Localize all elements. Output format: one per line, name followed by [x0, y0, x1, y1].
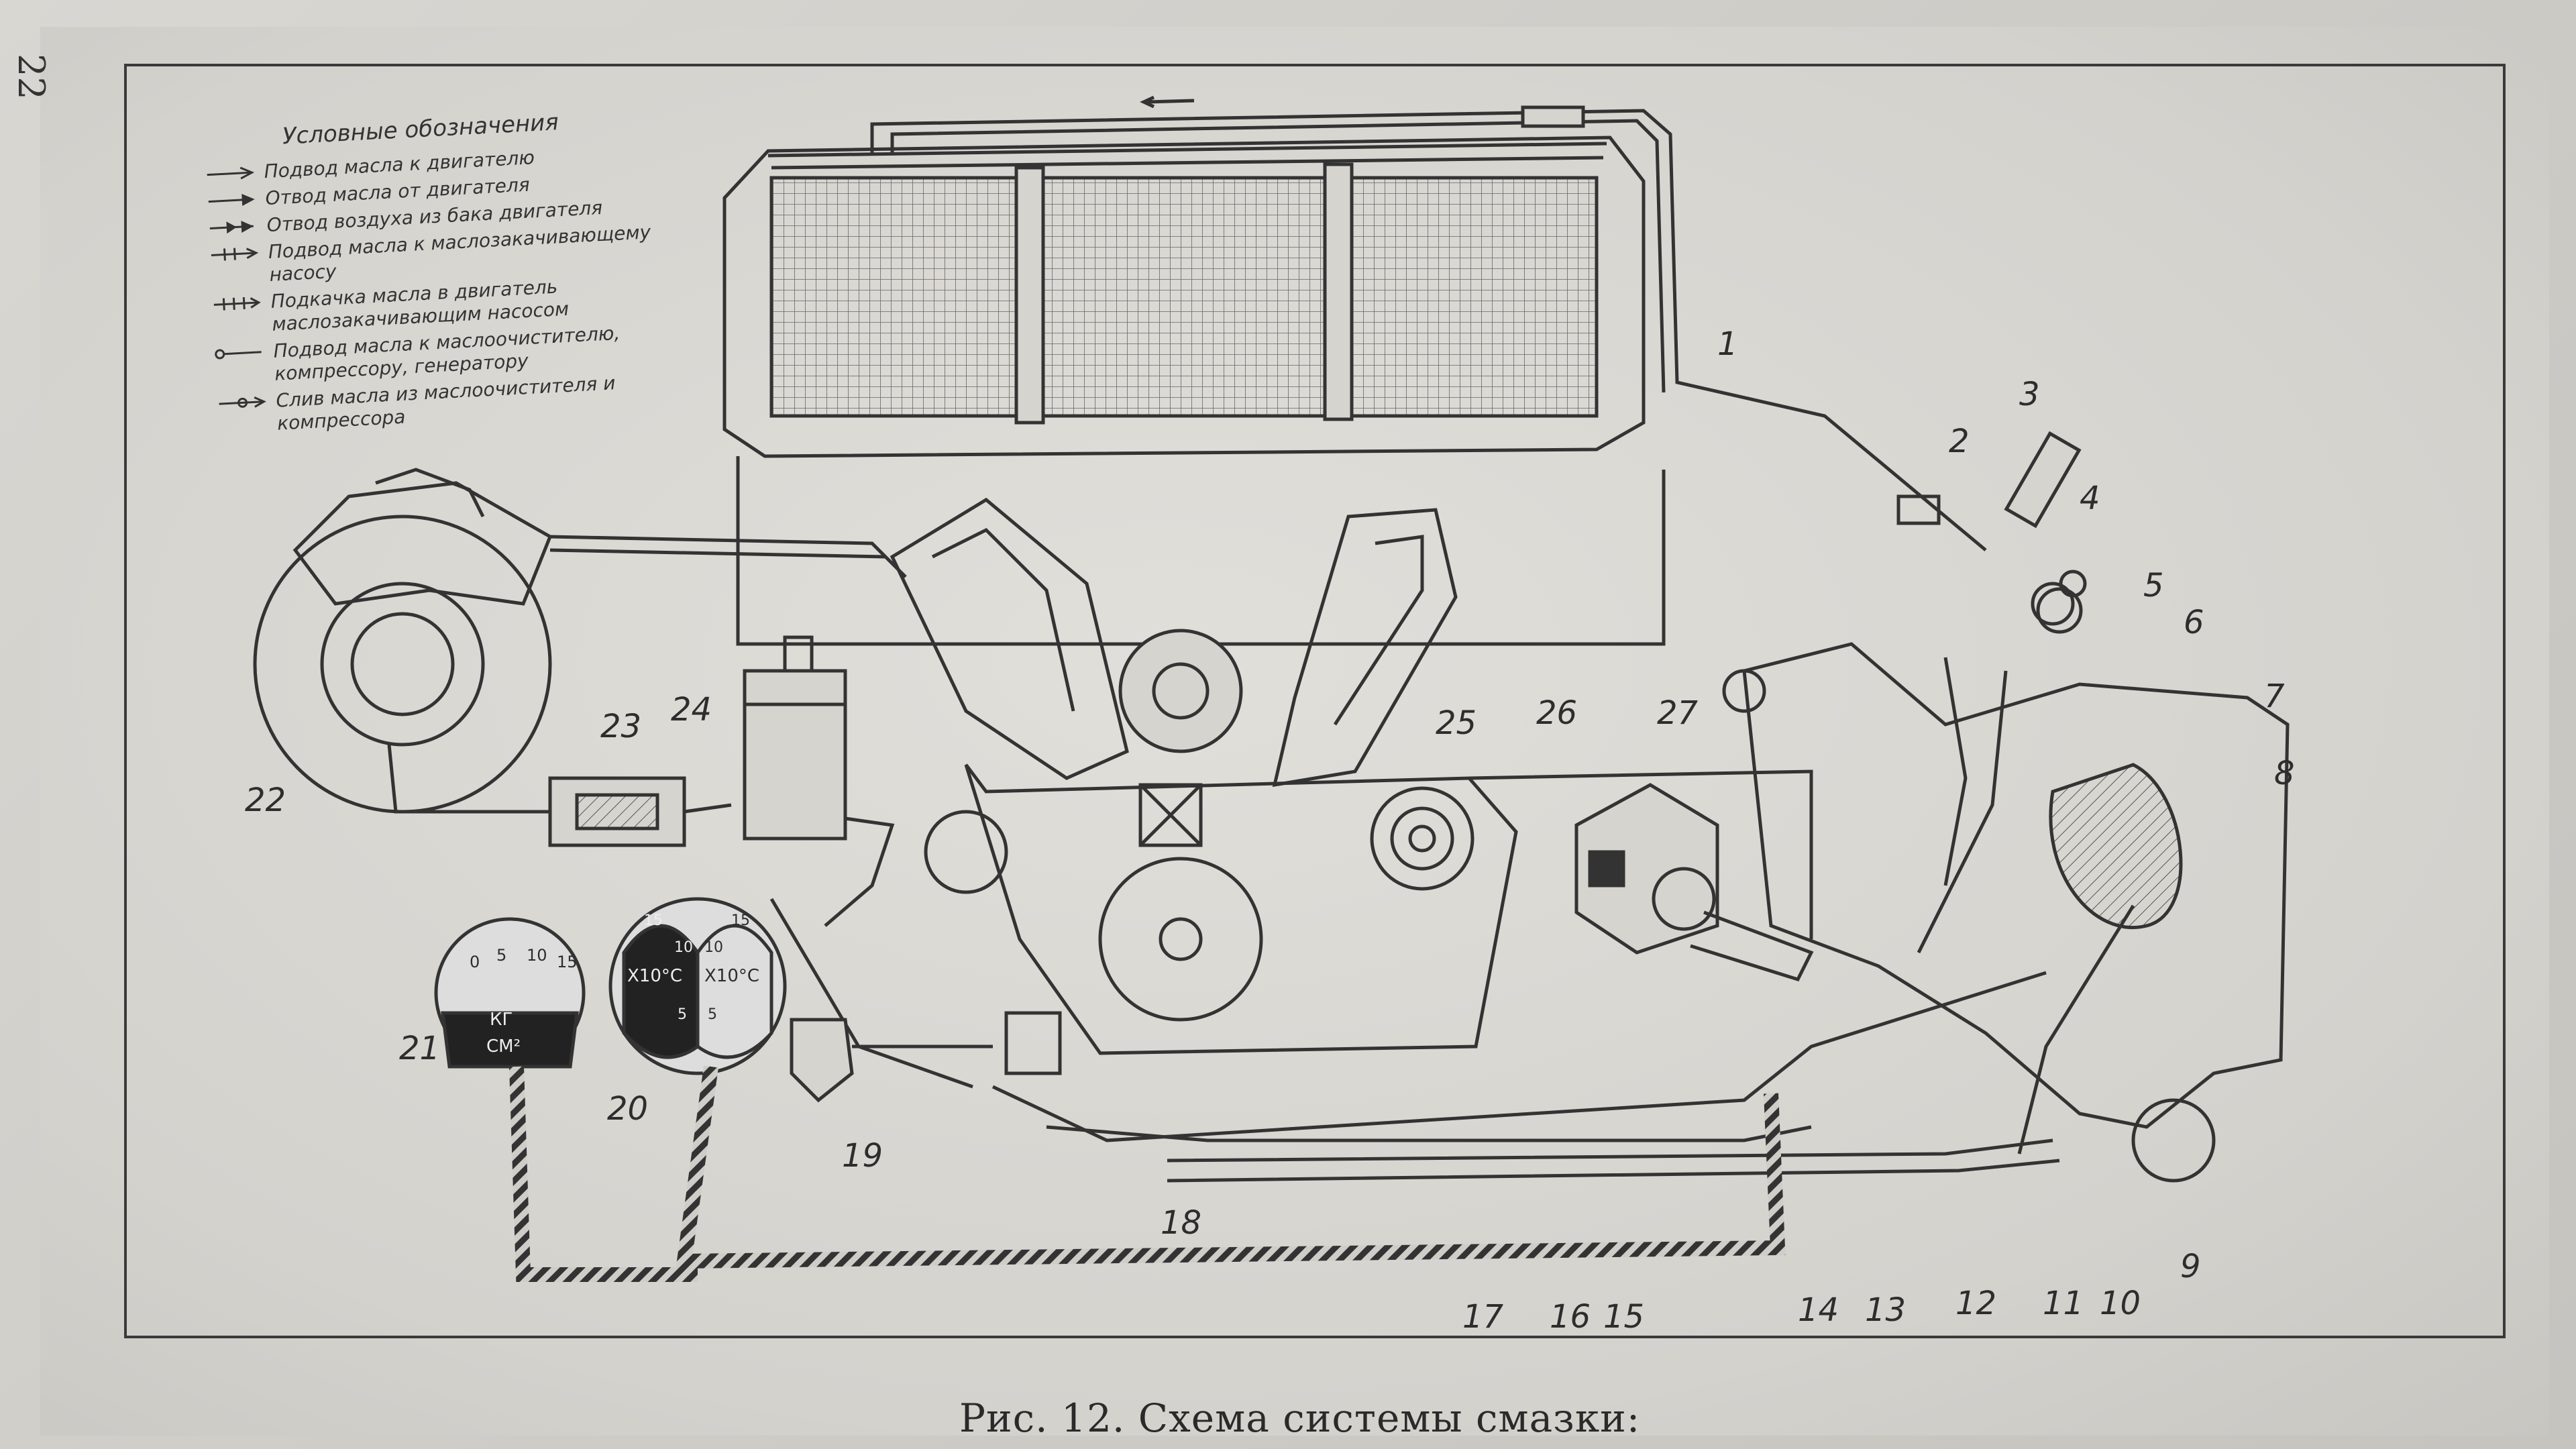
filled-arrow-icon	[208, 193, 255, 206]
transmission-housing	[1722, 570, 2290, 1183]
pressure-tick-10: 10	[527, 946, 547, 965]
callout-15: 15	[1603, 1298, 1645, 1336]
legend-item-air-vent: Отвод воздуха из бака двигателя	[206, 191, 716, 240]
pressure-gauge-unit-bottom: СМ²	[486, 1036, 521, 1057]
temp-right-tick-15: 15	[731, 912, 750, 929]
callout-1: 1	[1717, 325, 1738, 363]
compressor	[253, 468, 907, 814]
callout-13: 13	[1865, 1291, 1907, 1329]
callout-20: 20	[607, 1090, 649, 1128]
legend: Условные обозначения Подвод масла к двиг…	[201, 101, 727, 442]
instrument-panel-gauges	[434, 897, 1786, 1282]
circle-arrow-icon	[219, 396, 266, 408]
callout-21: 21	[399, 1030, 441, 1067]
double-arrow-icon	[209, 221, 254, 234]
callout-8: 8	[2274, 755, 2295, 792]
callout-4: 4	[2080, 480, 2100, 517]
callout-12: 12	[1955, 1285, 1997, 1322]
callout-19: 19	[842, 1137, 883, 1175]
open-arrow-icon	[207, 166, 255, 180]
callout-22: 22	[245, 782, 286, 819]
callout-18: 18	[1161, 1204, 1202, 1242]
temp-gauge-label-left: Х10°С	[627, 966, 683, 986]
legend-item-filter-drain: Слив масла из маслоочистителя и компресс…	[215, 366, 727, 439]
callout-17: 17	[1462, 1298, 1504, 1336]
oil-filter	[387, 744, 732, 847]
callout-26: 26	[1536, 694, 1578, 732]
fittings	[1896, 431, 2083, 634]
callout-25: 25	[1436, 704, 1477, 742]
legend-item-filter-supply: Подвод масла к маслоочистителю, компресс…	[213, 317, 724, 389]
pressure-tick-15: 15	[557, 953, 578, 971]
return-line-top	[870, 95, 1987, 551]
temp-left-tick-15: 15	[644, 912, 663, 929]
engine-block	[890, 497, 1518, 1055]
callout-14: 14	[1798, 1291, 1839, 1329]
callout-7: 7	[2264, 678, 2285, 715]
pressure-sender	[790, 1011, 1062, 1103]
callout-23: 23	[600, 708, 642, 745]
temp-left-tick-5: 5	[678, 1006, 687, 1023]
temp-right-tick-10: 10	[704, 939, 723, 956]
oil-tank	[722, 136, 1666, 646]
legend-item-pump-feed: Подкачка масла в двигатель маслозакачива…	[210, 267, 722, 339]
callout-11: 11	[2043, 1285, 2084, 1322]
temp-right-tick-5: 5	[708, 1006, 717, 1023]
legend-item-oil-return: Отвод масла от двигателя	[205, 164, 715, 213]
callout-10: 10	[2100, 1285, 2141, 1322]
callout-27: 27	[1657, 694, 1699, 732]
callout-24: 24	[671, 691, 712, 729]
pressure-gauge-unit-top: КГ	[490, 1010, 513, 1030]
figure-frame	[124, 64, 2506, 1338]
callout-16: 16	[1550, 1298, 1591, 1336]
pressure-tick-5: 5	[496, 946, 507, 965]
generator	[1574, 783, 1719, 955]
legend-item-oil-supply: Подвод масла к двигателю	[203, 137, 714, 186]
figure-caption: Рис. 12. Схема системы смазки:	[959, 1395, 1641, 1441]
circle-line-icon	[215, 349, 262, 360]
pulley	[1370, 786, 1474, 891]
centrifuge	[743, 635, 895, 927]
cross-line-icon	[213, 297, 261, 311]
cross-arrow-icon	[211, 248, 259, 261]
pressure-tick-0: 0	[470, 953, 480, 971]
callout-6: 6	[2184, 604, 2204, 641]
callout-5: 5	[2143, 567, 2164, 604]
temp-gauge-label-right: Х10°С	[704, 966, 760, 986]
callout-9: 9	[2180, 1248, 2201, 1285]
callout-3: 3	[2019, 376, 2040, 413]
temp-left-tick-10: 10	[674, 939, 693, 956]
legend-item-pump-supply: Подвод масла к маслозакачивающему насосу	[207, 217, 719, 290]
callout-2: 2	[1949, 423, 1970, 460]
